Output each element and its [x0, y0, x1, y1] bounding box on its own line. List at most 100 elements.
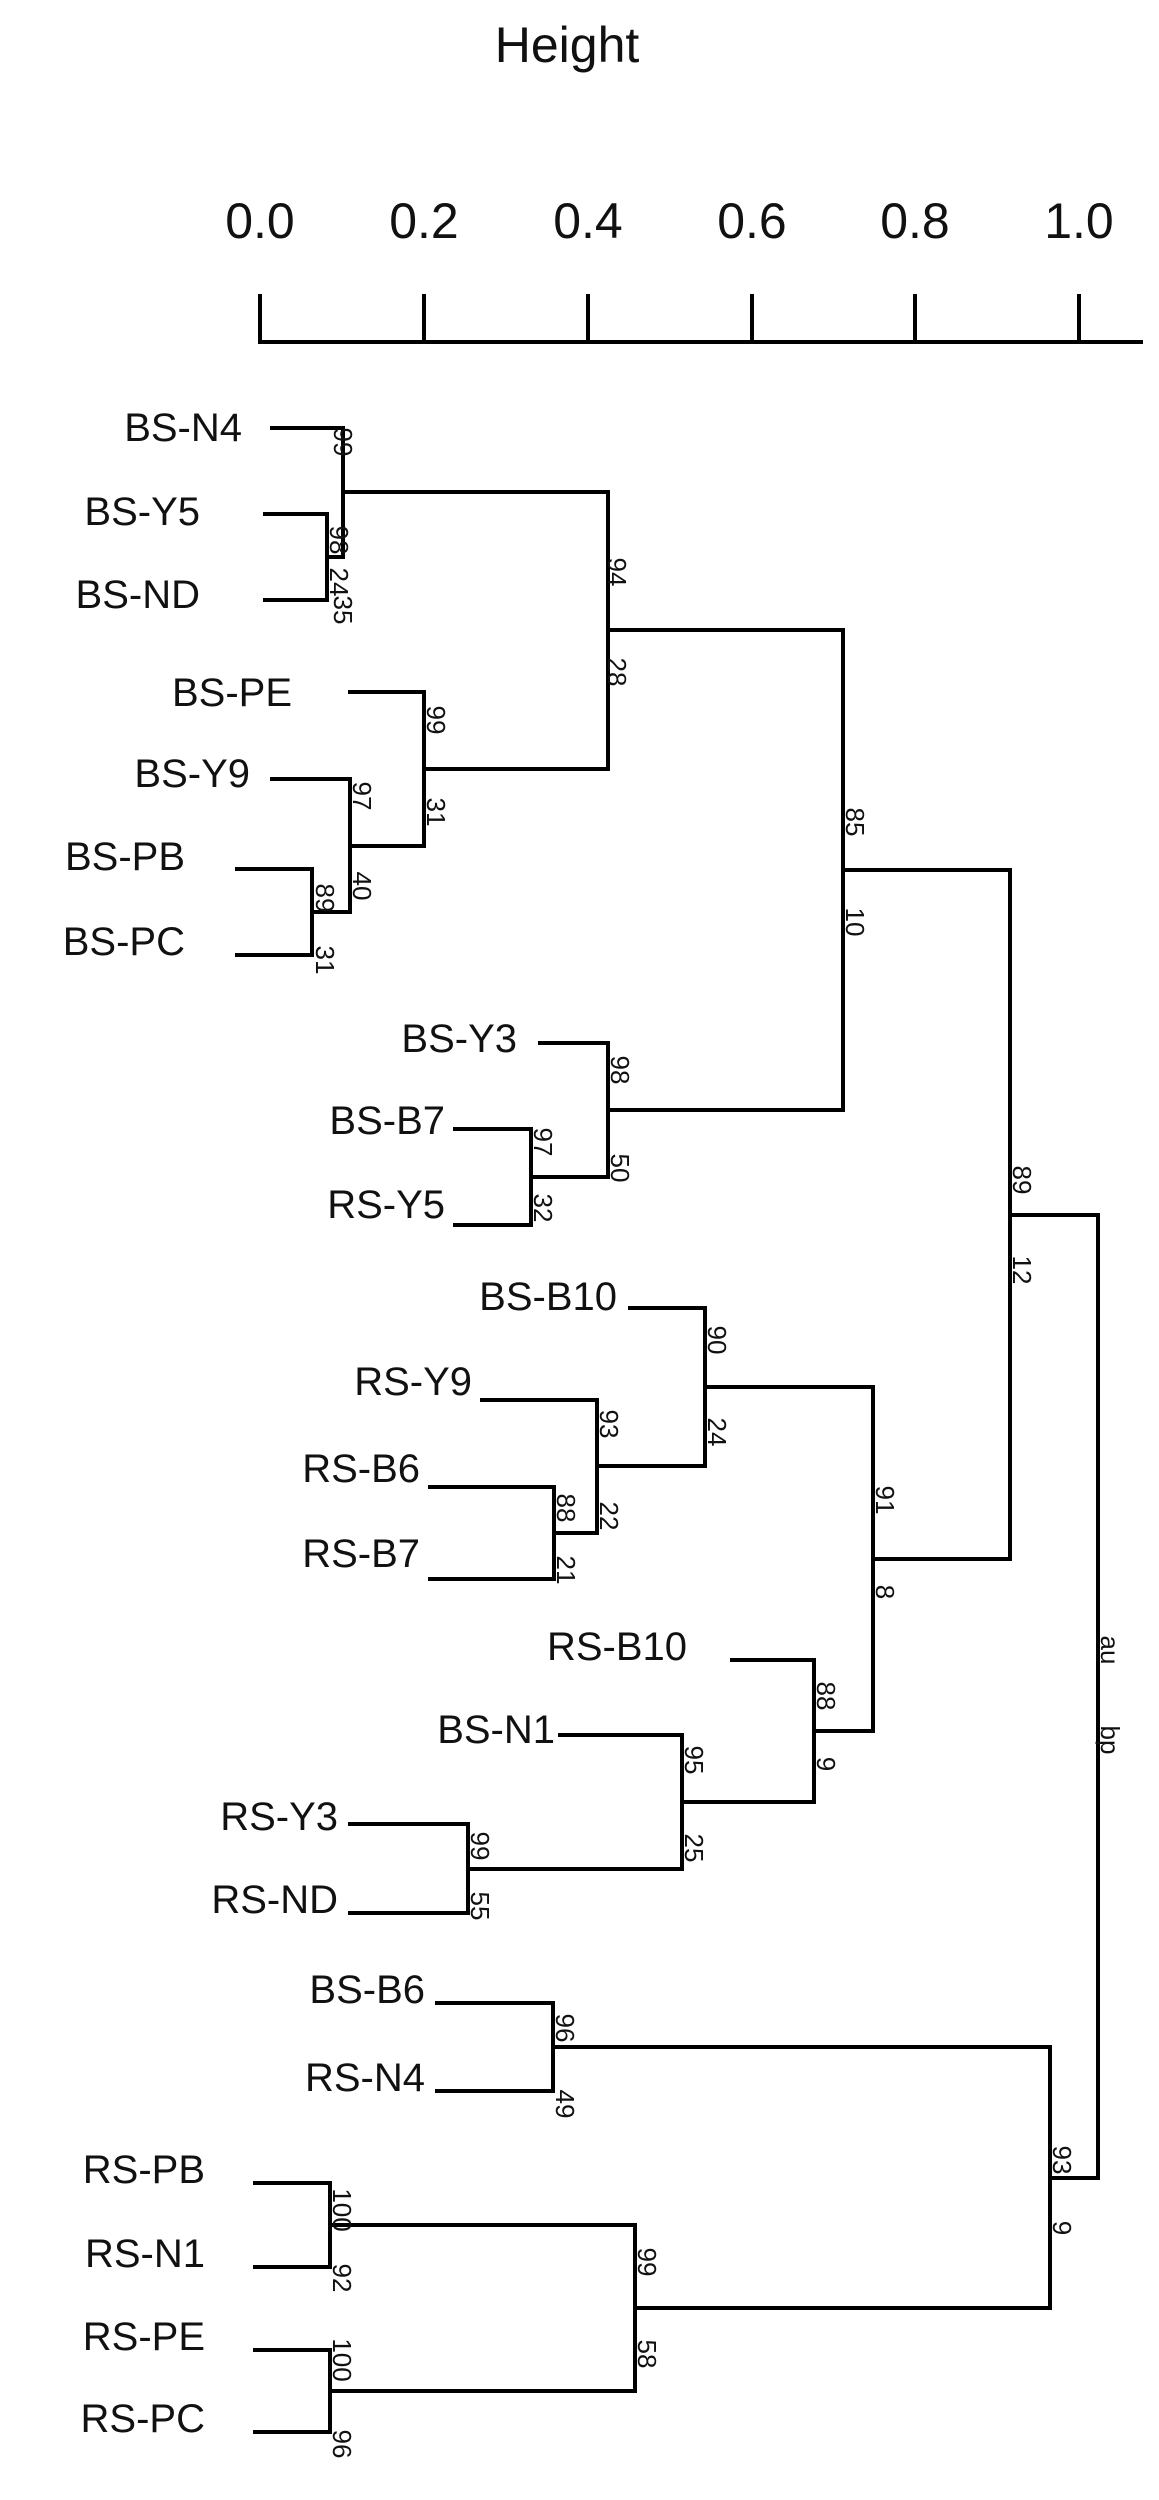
bp-value: 12 — [1007, 1256, 1037, 1285]
leaf-label: RS-Y5 — [327, 1183, 445, 1227]
au-value: 96 — [550, 2014, 580, 2043]
au-value: 90 — [702, 1326, 732, 1355]
leaf-label: BS-Y9 — [134, 752, 250, 796]
branch — [348, 690, 426, 848]
branch — [435, 2001, 555, 2093]
leaf-label: BS-B10 — [479, 1275, 617, 1319]
pvalue-labels: 98 24 99 35 94 28 89 31 97 40 99 31 97 3… — [310, 428, 1125, 2459]
leaf-label: RS-N4 — [305, 2056, 425, 2100]
leaf-label: BS-N4 — [124, 406, 242, 450]
bp-value: 9 — [811, 1757, 841, 1771]
au-value: 85 — [840, 808, 870, 837]
au-value: 99 — [421, 706, 451, 735]
au-value: 88 — [811, 1682, 841, 1711]
bp-value: 25 — [679, 1834, 709, 1863]
au-value: 99 — [465, 1832, 495, 1861]
leaf-label: BS-Y3 — [401, 1017, 517, 1061]
branch — [235, 867, 314, 957]
bp-value: 24 — [324, 568, 354, 597]
leaf-label: RS-B6 — [302, 1447, 420, 1491]
branches — [235, 426, 1100, 2434]
bp-value: 58 — [632, 2340, 662, 2369]
leaf-labels: BS-N4 BS-Y5 BS-ND BS-PE BS-Y9 BS-PB BS-P… — [63, 406, 687, 2441]
au-value: 97 — [347, 782, 377, 811]
leaf-label: RS-Y9 — [354, 1360, 472, 1404]
au-value: 95 — [679, 1746, 709, 1775]
bp-value: 9 — [1047, 2221, 1077, 2235]
au-value: 100 — [327, 2188, 357, 2231]
bp-value: 40 — [347, 872, 377, 901]
leaf-label: RS-PE — [83, 2315, 205, 2359]
leaf-label: BS-ND — [76, 573, 200, 617]
tick-label: 0.4 — [553, 193, 623, 249]
bp-value: 10 — [840, 908, 870, 937]
branch — [841, 868, 1012, 1561]
bp-value: 31 — [310, 946, 340, 975]
bp-value: 8 — [870, 1585, 900, 1599]
branch — [328, 2223, 637, 2393]
au-value: 89 — [310, 884, 340, 913]
branch — [680, 1658, 816, 1804]
bp-value: 92 — [327, 2264, 357, 2293]
leaf-label: RS-N1 — [85, 2232, 205, 2276]
branch — [1008, 1213, 1100, 2180]
au-value: 89 — [1007, 1166, 1037, 1195]
leaf-label: BS-B7 — [329, 1099, 445, 1143]
branch — [263, 512, 329, 602]
leaf-label: BS-PE — [172, 671, 292, 715]
bp-value: 32 — [528, 1194, 558, 1223]
au-value: 99 — [328, 428, 358, 457]
branch — [341, 490, 610, 771]
bp-value: 24 — [702, 1418, 732, 1447]
bp-value: 96 — [327, 2430, 357, 2459]
axis-title: Height — [495, 17, 640, 73]
branch — [253, 2181, 332, 2269]
au-value: 93 — [1047, 2146, 1077, 2175]
au-value: 98 — [605, 1056, 635, 1085]
bp-value: 50 — [605, 1154, 635, 1183]
bp-value: 31 — [421, 798, 451, 827]
leaf-label: RS-PC — [81, 2397, 205, 2441]
au-value: 100 — [327, 2338, 357, 2381]
branch — [428, 1485, 556, 1581]
tick-label: 0.6 — [717, 193, 787, 249]
au-value: 91 — [870, 1486, 900, 1515]
bp-value: 21 — [551, 1556, 581, 1585]
leaf-label: BS-PB — [65, 835, 185, 879]
height-axis: 0.0 0.2 0.4 0.6 0.8 1.0 — [225, 193, 1143, 344]
leaf-label: BS-Y5 — [84, 490, 200, 534]
branch — [595, 1306, 707, 1468]
branch — [453, 1127, 533, 1227]
au-value: 97 — [528, 1128, 558, 1157]
leaf-label: BS-PC — [63, 920, 185, 964]
branch — [348, 1822, 470, 1915]
au-value: 88 — [551, 1494, 581, 1523]
branch — [253, 2348, 332, 2434]
branch — [551, 2045, 1052, 2310]
tick-label: 0.8 — [880, 193, 950, 249]
au-value: 98 — [324, 526, 354, 555]
branch — [606, 628, 845, 1112]
leaf-label: RS-B10 — [547, 1625, 687, 1669]
leaf-label: BS-N1 — [437, 1708, 555, 1752]
tick-label: 0.0 — [225, 193, 295, 249]
au-value: au — [1095, 1636, 1125, 1665]
leaf-label: RS-ND — [211, 1878, 338, 1922]
leaf-label: BS-B6 — [309, 1968, 425, 2012]
leaf-label: RS-PB — [83, 2148, 205, 2192]
branch — [466, 1733, 684, 1871]
bp-value: 35 — [328, 596, 358, 625]
bp-value: 28 — [602, 658, 632, 687]
bp-value: 49 — [550, 2090, 580, 2119]
bp-value: bp — [1095, 1726, 1125, 1755]
axis-ticks — [258, 294, 1081, 344]
bp-value: 55 — [465, 1892, 495, 1921]
au-value: 99 — [632, 2248, 662, 2277]
branch — [529, 1041, 610, 1179]
leaf-label: RS-B7 — [302, 1532, 420, 1576]
au-value: 93 — [594, 1410, 624, 1439]
au-value: 94 — [602, 558, 632, 587]
tick-label: 1.0 — [1044, 193, 1114, 249]
leaf-label: RS-Y3 — [220, 1795, 338, 1839]
